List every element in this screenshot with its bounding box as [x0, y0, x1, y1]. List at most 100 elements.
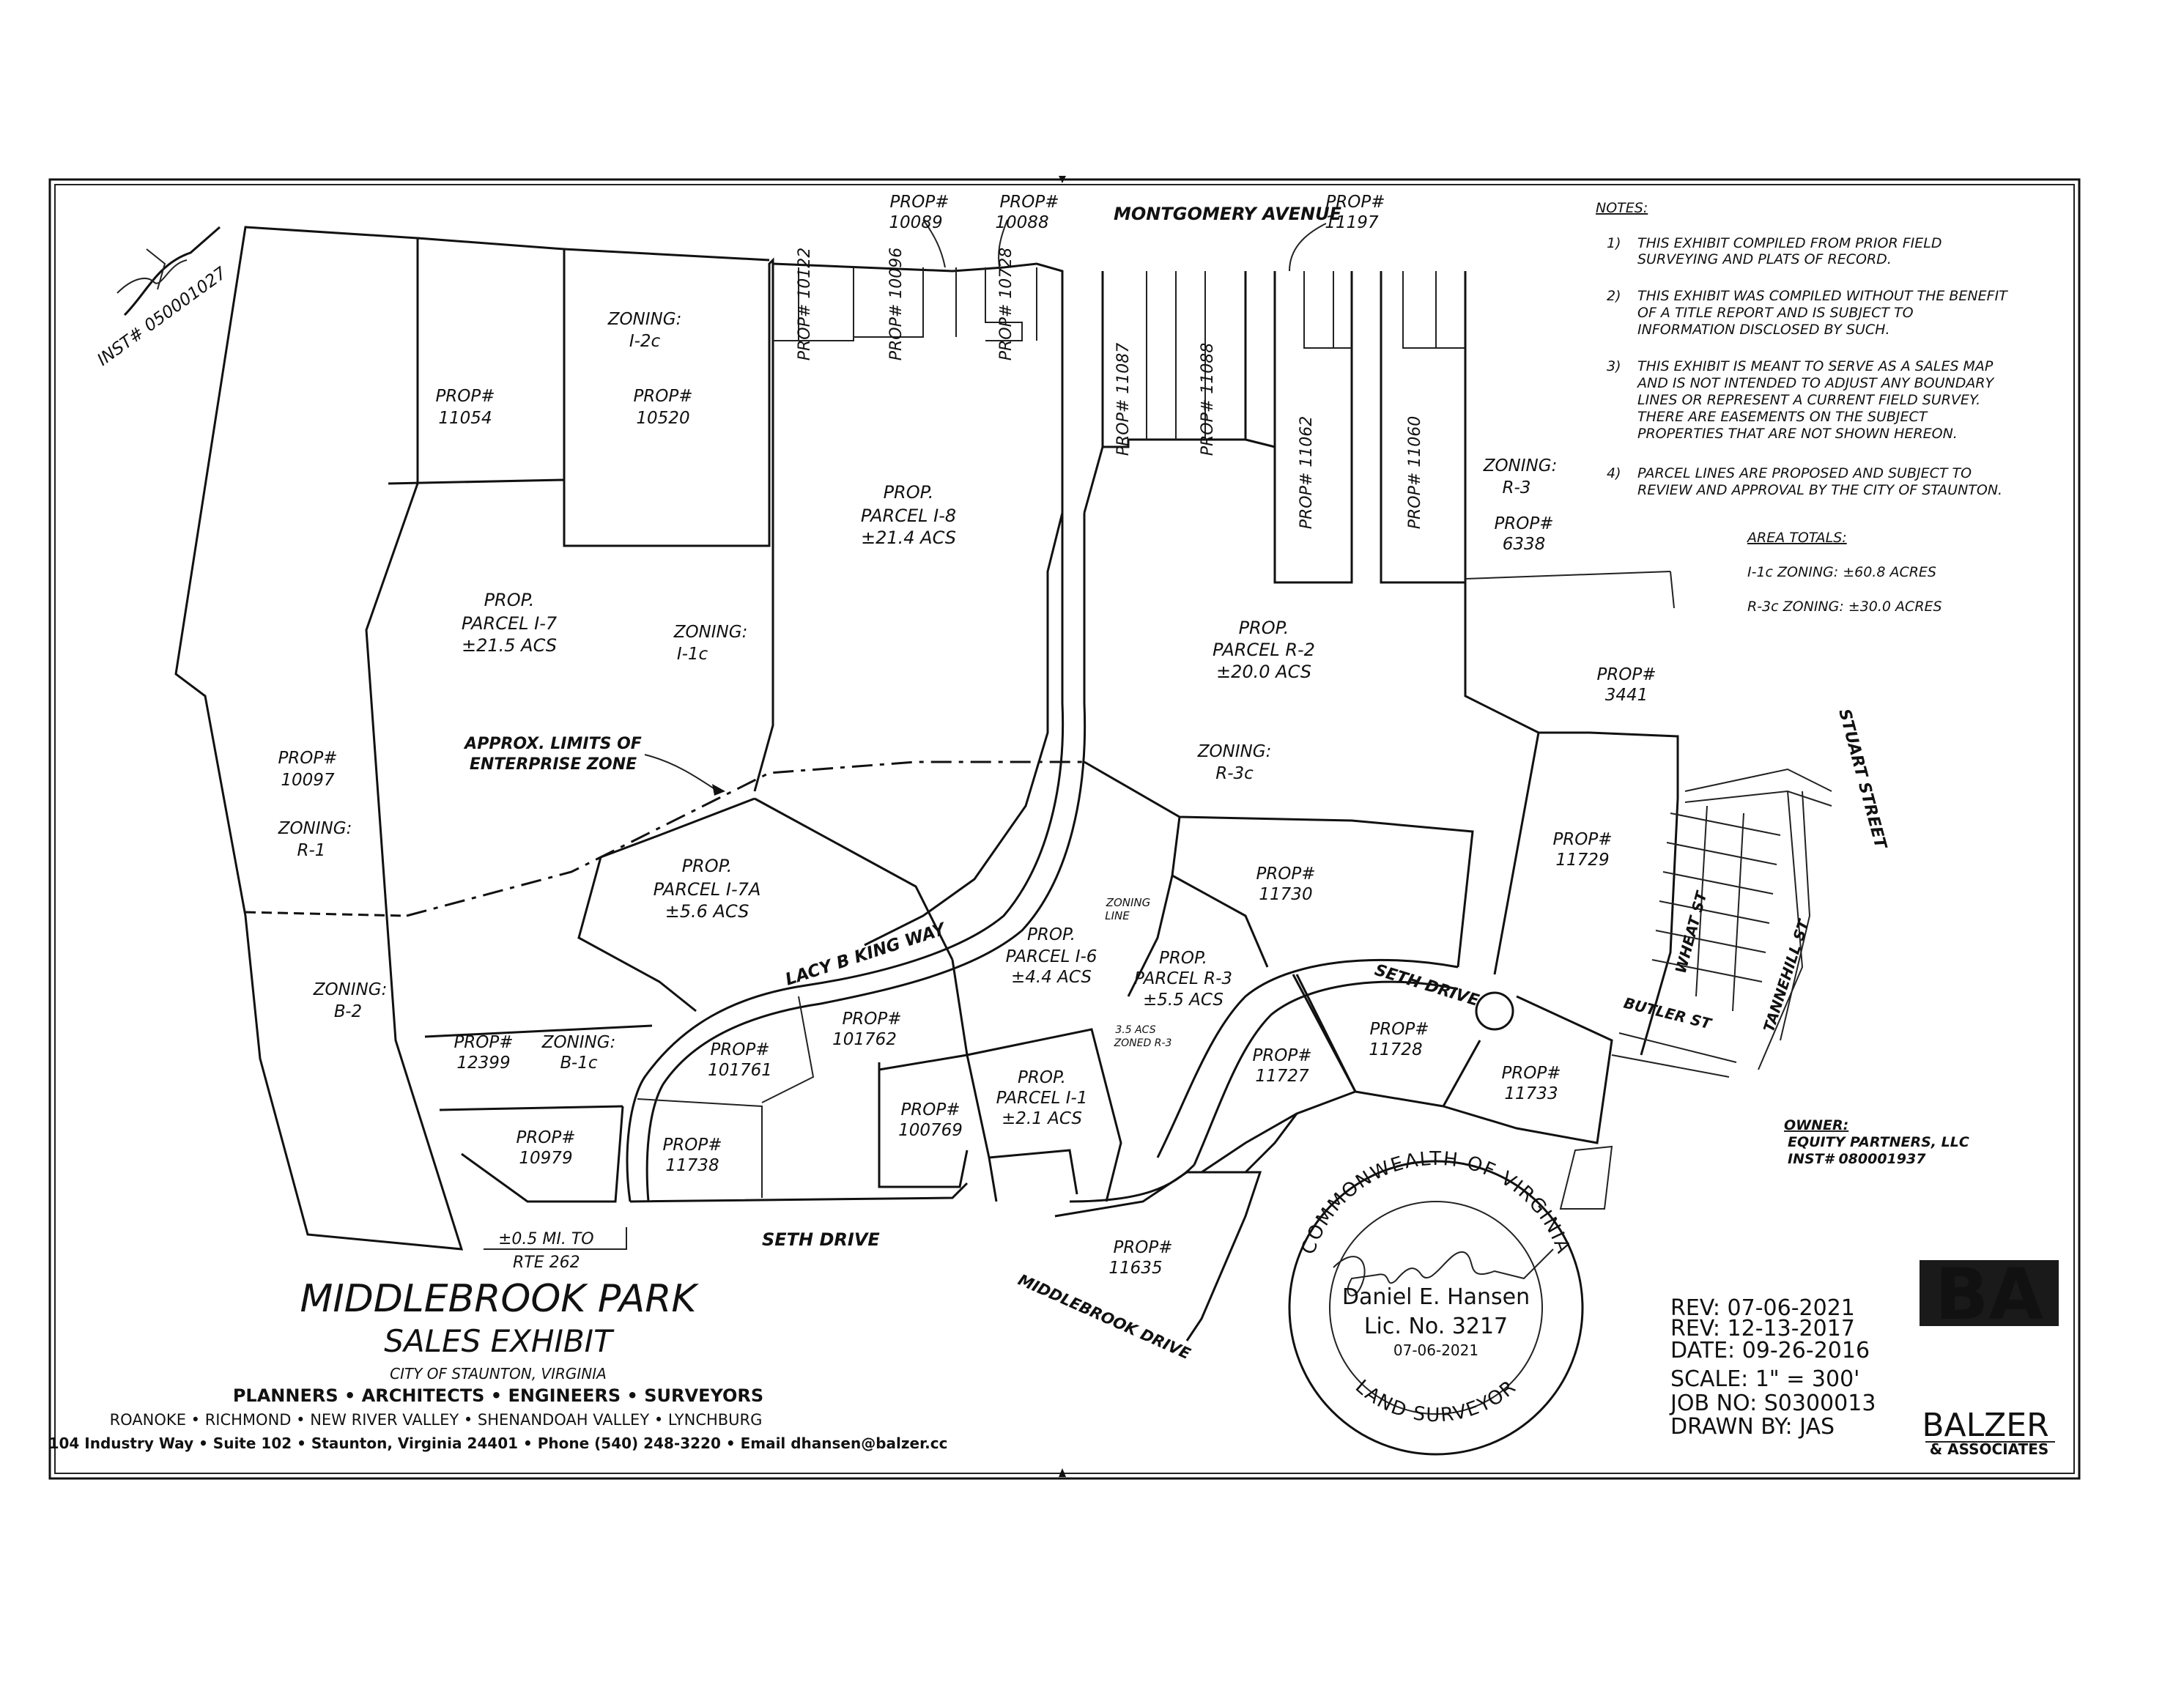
zoning-b2: ZONING: B-2 — [313, 980, 388, 1021]
svg-text:±4.4 ACS: ±4.4 ACS — [1011, 968, 1092, 987]
zoning-r1: ZONING:R-1 — [278, 819, 352, 860]
enterprise-zone-label: APPROX. LIMITS OF ENTERPRISE ZONE — [463, 735, 642, 774]
logo-mark: BA — [1935, 1254, 2043, 1336]
svg-text:±2.1 ACS: ±2.1 ACS — [1002, 1109, 1082, 1128]
svg-text:PROP.: PROP. — [484, 590, 535, 610]
svg-text:INFORMATION DISCLOSED BY SUCH.: INFORMATION DISCLOSED BY SUCH. — [1637, 322, 1890, 338]
inner-border — [54, 184, 2075, 1474]
parcel-r2: PROP. PARCEL R-2 ±20.0 ACS — [1213, 618, 1315, 682]
svg-text:±0.5 MI. TO: ±0.5 MI. TO — [498, 1230, 594, 1248]
svg-text:10979: 10979 — [519, 1149, 572, 1168]
svg-text:I-1c: I-1c — [677, 645, 708, 664]
svg-text:THIS EXHIBIT COMPILED FROM PRI: THIS EXHIBIT COMPILED FROM PRIOR FIELD — [1637, 235, 1941, 251]
title-block: MIDDLEBROOK PARK SALES EXHIBIT CITY OF S… — [49, 1277, 948, 1452]
svg-text:ZONING:: ZONING: — [1197, 742, 1272, 761]
enterprise-arrow — [712, 784, 725, 796]
prop-labels: PROP# 11054 PROP# 10520 PROP# 10097 PROP# 12… — [278, 193, 1656, 1278]
project-title: MIDDLEBROOK PARK — [300, 1277, 700, 1321]
seal-date: 07-06-2021 — [1393, 1341, 1478, 1359]
prop-101761: PROP# 101761 — [708, 1040, 772, 1080]
svg-text:ENTERPRISE ZONE: ENTERPRISE ZONE — [470, 755, 637, 774]
zoning-i1c: ZONING: I-1c — [673, 623, 748, 664]
parcel-i8: PROP. PARCEL I-8 ±21.4 ACS — [861, 482, 956, 548]
svg-text:PROP.: PROP. — [1159, 949, 1207, 968]
prop-11728: PROP#11728 — [1369, 1020, 1429, 1059]
prop-11088: PROP# 11088 — [1199, 343, 1217, 456]
svg-text:12399: 12399 — [456, 1054, 510, 1073]
prop-10520: PROP# 10520 — [633, 387, 692, 428]
zoning-b1c: ZONING:B-1c — [541, 1033, 616, 1073]
svg-text:10097: 10097 — [281, 771, 335, 790]
project-city: CITY OF STAUNTON, VIRGINIA — [390, 1365, 607, 1382]
street-seth-drive-2: SETH DRIVE — [762, 1229, 880, 1250]
svg-text:±21.5 ACS: ±21.5 ACS — [462, 635, 557, 656]
firm-services: PLANNERS • ARCHITECTS • ENGINEERS • SURV… — [233, 1385, 763, 1406]
svg-text:10089: 10089 — [889, 213, 942, 232]
svg-text:ZONING:: ZONING: — [673, 623, 748, 642]
svg-text:3.5 ACS: 3.5 ACS — [1115, 1024, 1155, 1036]
svg-text:101762: 101762 — [832, 1030, 897, 1049]
svg-text:PROP#: PROP# — [1369, 1020, 1429, 1039]
svg-text:PROP#: PROP# — [999, 193, 1059, 212]
svg-text:±21.4 ACS: ±21.4 ACS — [861, 528, 956, 548]
prop-11729: PROP#11729 — [1552, 830, 1612, 870]
svg-text:PROP#: PROP# — [1596, 665, 1656, 684]
street-butler: BUTLER ST — [1622, 994, 1714, 1033]
area-total-r3c: R-3c ZONING: ±30.0 ACRES — [1747, 599, 1942, 615]
svg-text:PROP#: PROP# — [889, 193, 949, 212]
area-total-i1c: I-1c ZONING: ±60.8 ACRES — [1747, 564, 1936, 580]
svg-text:10520: 10520 — [636, 409, 689, 428]
svg-text:PROP.: PROP. — [1239, 618, 1289, 638]
svg-text:4): 4) — [1607, 465, 1621, 481]
svg-text:INST# 080001937: INST# 080001937 — [1788, 1151, 1926, 1167]
svg-text:ZONING:: ZONING: — [313, 980, 388, 999]
svg-text:DATE: 09-26-2016: DATE: 09-26-2016 — [1670, 1338, 1870, 1363]
svg-text:11197: 11197 — [1325, 213, 1379, 232]
svg-text:PROP#: PROP# — [710, 1040, 769, 1059]
prop-10122: PROP# 10122 — [796, 248, 814, 361]
svg-text:ZONED R-3: ZONED R-3 — [1114, 1037, 1172, 1049]
svg-text:B-2: B-2 — [334, 1002, 362, 1021]
svg-text:PARCEL I-8: PARCEL I-8 — [861, 506, 956, 526]
svg-text:PROP#: PROP# — [1325, 193, 1385, 212]
svg-text:PROP#: PROP# — [1494, 514, 1553, 533]
svg-text:THIS EXHIBIT IS MEANT TO SERVE: THIS EXHIBIT IS MEANT TO SERVE AS A SALE… — [1637, 358, 1994, 374]
svg-text:PROP#: PROP# — [842, 1010, 901, 1029]
svg-text:LAND SURVEYOR: LAND SURVEYOR — [1351, 1376, 1521, 1426]
zoning-r3: ZONING:R-3 — [1483, 456, 1558, 497]
street-montgomery: MONTGOMERY AVENUE — [1114, 204, 1342, 224]
svg-text:LINE: LINE — [1105, 909, 1130, 922]
svg-text:PARCEL R-2: PARCEL R-2 — [1213, 640, 1315, 660]
svg-text:SURVEYING AND PLATS OF RECORD.: SURVEYING AND PLATS OF RECORD. — [1637, 251, 1892, 267]
svg-text:PARCEL I-7: PARCEL I-7 — [462, 613, 558, 634]
svg-text:THERE ARE EASEMENTS ON THE SUB: THERE ARE EASEMENTS ON THE SUBJECT — [1637, 409, 1928, 425]
svg-text:PARCEL R-3: PARCEL R-3 — [1134, 969, 1232, 988]
svg-text:AND IS NOT INTENDED TO ADJUST: AND IS NOT INTENDED TO ADJUST ANY BOUNDA… — [1636, 375, 1995, 391]
svg-text:PROP.: PROP. — [1027, 925, 1076, 944]
svg-text:PROP#: PROP# — [633, 387, 692, 406]
parcel-i1: PROP. PARCEL I-1 ±2.1 ACS — [996, 1068, 1088, 1128]
prop-11087: PROP# 11087 — [1114, 343, 1133, 456]
svg-text:10088: 10088 — [995, 213, 1048, 232]
svg-text:11054: 11054 — [438, 409, 492, 428]
svg-text:101761: 101761 — [708, 1061, 772, 1080]
svg-text:11727: 11727 — [1255, 1067, 1309, 1086]
svg-text:11635: 11635 — [1108, 1259, 1162, 1278]
firm-address: 104 Industry Way • Suite 102 • Staunton,… — [49, 1435, 948, 1452]
svg-text:PARCEL LINES ARE PROPOSED AND: PARCEL LINES ARE PROPOSED AND SUBJECT TO — [1637, 465, 1972, 481]
svg-text:PROP#: PROP# — [662, 1136, 722, 1155]
svg-text:ZONING:: ZONING: — [278, 819, 352, 838]
rte-262-note: ±0.5 MI. TO RTE 262 — [498, 1230, 594, 1272]
zoning-labels: ZONING:I-2c ZONING: I-1c ZONING:R-1 ZONIN… — [278, 310, 1558, 1073]
svg-text:PROP.: PROP. — [1018, 1068, 1066, 1087]
cul-de-sac — [1475, 991, 1514, 1031]
zoning-i2c: ZONING:I-2c — [607, 310, 682, 351]
svg-text:APPROX. LIMITS OF: APPROX. LIMITS OF — [463, 735, 642, 753]
svg-text:PARCEL I-1: PARCEL I-1 — [996, 1089, 1088, 1108]
svg-text:REV: 07-06-2021: REV: 07-06-2021 — [1670, 1295, 1855, 1321]
svg-text:REVIEW AND APPROVAL BY THE CIT: REVIEW AND APPROVAL BY THE CITY OF STAUN… — [1637, 482, 2002, 498]
prop-11060: PROP# 11060 — [1406, 416, 1424, 530]
svg-text:PROP#: PROP# — [454, 1033, 513, 1052]
svg-text:6338: 6338 — [1503, 535, 1546, 554]
prop-6338: PROP# 6338 — [1494, 514, 1553, 554]
